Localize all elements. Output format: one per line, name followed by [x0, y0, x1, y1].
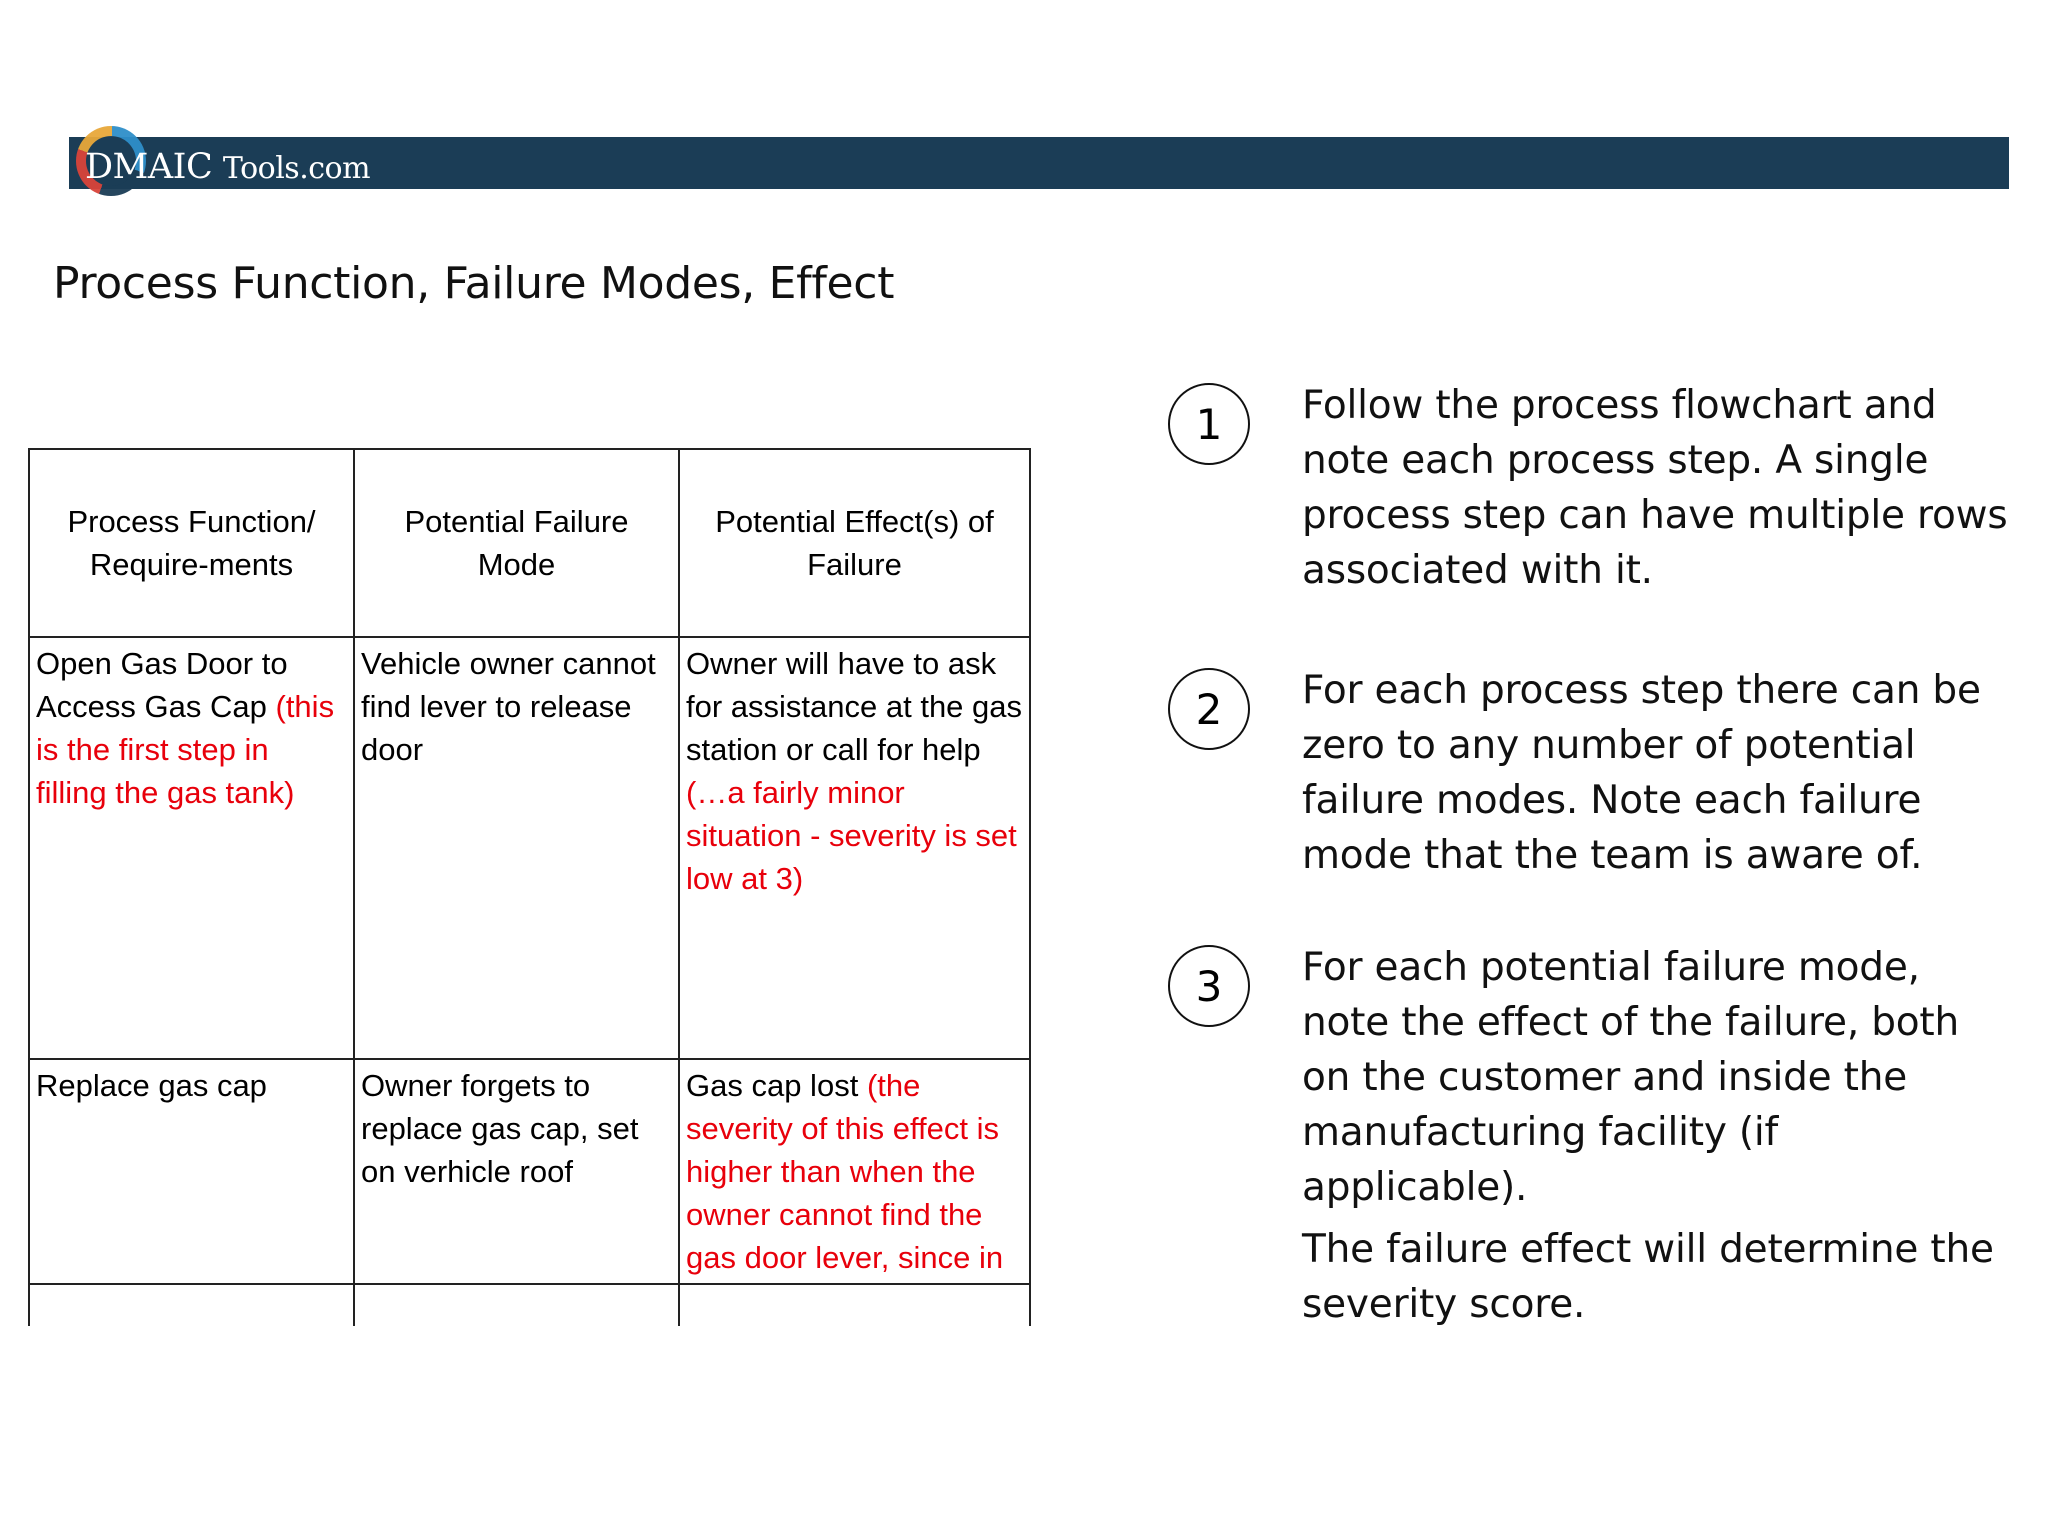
cell-empty	[28, 1283, 355, 1326]
table-row: Replace gas cap Owner forgets to replace…	[28, 1058, 1031, 1285]
cell-function: Open Gas Door to Access Gas Cap (this is…	[28, 636, 355, 1060]
cell-empty	[678, 1283, 1031, 1326]
step-number-badge: 2	[1168, 668, 1250, 750]
cell-function: Replace gas cap	[28, 1058, 355, 1285]
step-text: For each process step there can be zero …	[1302, 668, 1981, 878]
logo-circle-icon	[76, 126, 146, 196]
table-header-row: Process Function/ Require-ments Potentia…	[28, 448, 1031, 638]
header-effects: Potential Effect(s) of Failure	[678, 448, 1031, 638]
logo-text: DMAIC Tools.com	[85, 147, 371, 187]
table-row	[28, 1283, 1031, 1326]
page-title: Process Function, Failure Modes, Effect	[53, 258, 895, 309]
cell-failure-mode: Vehicle owner cannot find lever to relea…	[353, 636, 680, 1060]
step-number-badge: 3	[1168, 945, 1250, 1027]
header-failure-mode: Potential Failure Mode	[353, 448, 680, 638]
severity-note: The failure effect will determine the se…	[1302, 1227, 1994, 1327]
cell-effect: Owner will have to ask for assistance at…	[678, 636, 1031, 1060]
step-text: Follow the process flowchart and note ea…	[1302, 383, 2008, 593]
fmea-table: Process Function/ Require-ments Potentia…	[28, 448, 1031, 1326]
table-row: Open Gas Door to Access Gas Cap (this is…	[28, 636, 1031, 1060]
step-number-badge: 1	[1168, 383, 1250, 465]
step-text: For each potential failure mode, note th…	[1302, 945, 1960, 1210]
logo: DMAIC Tools.com	[68, 122, 371, 200]
cell-failure-mode: Owner forgets to replace gas cap, set on…	[353, 1058, 680, 1285]
header-process-function: Process Function/ Require-ments	[28, 448, 355, 638]
cell-effect: Gas cap lost (the severity of this effec…	[678, 1058, 1031, 1285]
cell-empty	[353, 1283, 680, 1326]
header-banner	[69, 137, 2009, 189]
